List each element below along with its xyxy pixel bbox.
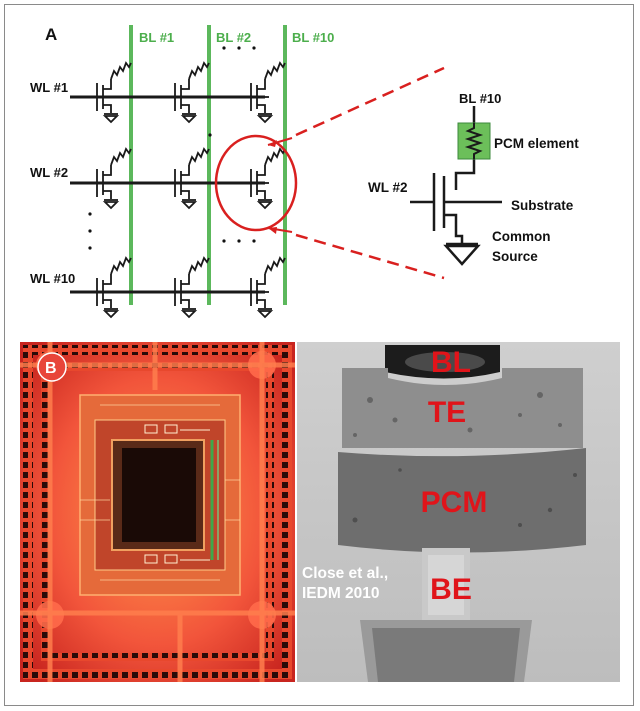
zoom-line-top: [295, 66, 445, 137]
citation-line-1: Close et al.,: [302, 565, 388, 582]
wordline-label-10: WL #10: [30, 271, 75, 286]
detail-pcm-label: PCM element: [494, 136, 579, 151]
panel-b-badge: [37, 352, 67, 382]
memory-cell: [96, 61, 132, 124]
detail-substrate-label: Substrate: [511, 198, 574, 213]
panel-b-label: B: [45, 360, 57, 377]
highlight-circle: [214, 134, 298, 232]
detail-wl-label: WL #2: [368, 180, 408, 195]
memory-cell: [250, 256, 286, 319]
memory-cell: [174, 147, 210, 210]
bitline-label-10: BL #10: [292, 30, 334, 45]
tem-cross-section: [297, 342, 620, 682]
chip-micrograph: [20, 342, 295, 682]
memory-cell: [96, 147, 132, 210]
memory-cell: [250, 147, 286, 210]
wordline-label-2: WL #2: [30, 165, 68, 180]
figure-frame: [4, 4, 634, 706]
zoom-line-bottom: [295, 233, 445, 280]
layer-label-pcm: PCM: [421, 486, 488, 519]
memory-cell: [250, 61, 286, 124]
wordlines: [70, 95, 265, 294]
wordline-label-1: WL #1: [30, 80, 68, 95]
detail-common-label: Common: [492, 229, 551, 244]
memory-cell: [174, 256, 210, 319]
citation-line-2: IEDM 2010: [302, 585, 380, 602]
panel-a-label: A: [45, 25, 57, 44]
layer-label-te: TE: [428, 396, 466, 429]
memory-cells: [96, 61, 286, 319]
ground-triangle: [443, 244, 481, 266]
bitline-label-2: BL #2: [216, 30, 251, 45]
layer-labels: BL TE PCM BE: [421, 346, 488, 606]
detail-bl-label: BL #10: [459, 91, 501, 106]
layer-label-bl: BL: [431, 346, 471, 379]
pcm-resistor-icon: [464, 123, 484, 159]
memory-cell: [174, 61, 210, 124]
bitline-label-1: BL #1: [139, 30, 174, 45]
memory-cell: [96, 256, 132, 319]
continuation-dots: [88, 46, 256, 250]
detail-cell: [410, 106, 502, 246]
detail-source-label: Source: [492, 249, 538, 264]
layer-label-be: BE: [430, 573, 472, 606]
